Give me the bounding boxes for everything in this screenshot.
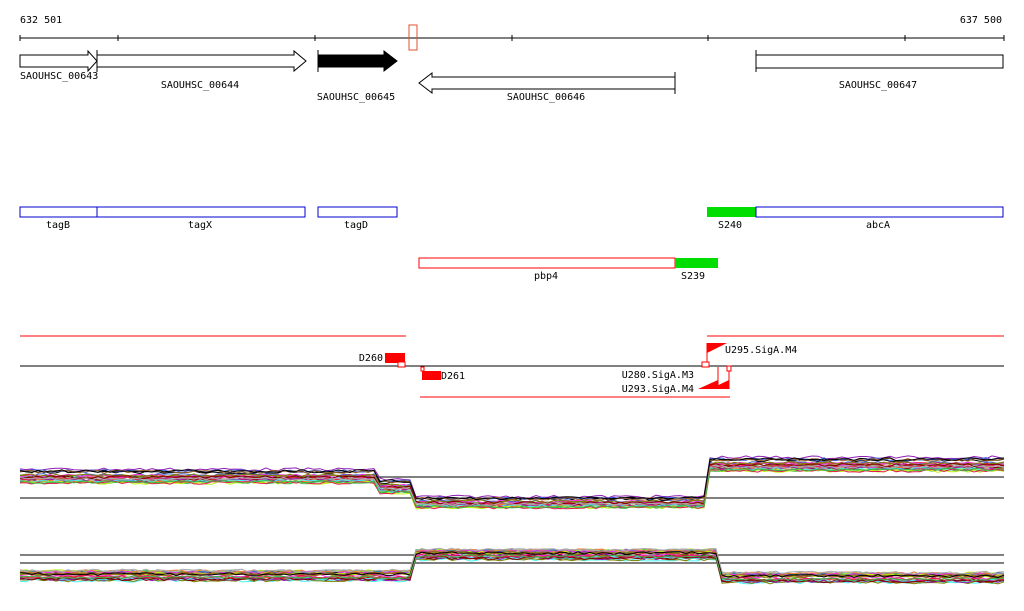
feature-label: pbp4 [534, 271, 558, 282]
position-marker[interactable] [408, 24, 418, 51]
gene-label: SAOUHSC_00644 [161, 80, 239, 91]
gene-SAOUHSC_00644[interactable]: SAOUHSC_00644 [96, 49, 307, 91]
expression-plot-1 [19, 455, 1005, 510]
expression-trace [19, 464, 1005, 507]
expression-trace [19, 550, 1005, 578]
feature-label: S240 [718, 220, 742, 231]
feature-tagD[interactable]: tagD [317, 206, 398, 231]
feature-label: tagB [46, 220, 70, 231]
expression-trace [19, 457, 1005, 501]
u295-label: U295.SigA.M4 [725, 345, 797, 356]
gene-label: SAOUHSC_00645 [317, 92, 395, 103]
d260-mark[interactable] [385, 353, 405, 363]
feature-S239[interactable]: S239 [675, 258, 718, 282]
expression-trace [19, 554, 1005, 582]
gene-label: SAOUHSC_00647 [839, 80, 917, 91]
gene-SAOUHSC_00647[interactable]: SAOUHSC_00647 [755, 50, 1004, 91]
u293-mark[interactable] [710, 380, 729, 389]
feature-label: abcA [866, 220, 890, 231]
feature-pbp4[interactable]: pbp4 [418, 257, 676, 282]
u280-label: U280.SigA.M3 [622, 370, 694, 381]
d261-mark[interactable] [422, 371, 441, 380]
u293-label: U293.SigA.M4 [622, 384, 694, 395]
feature-tagX[interactable]: tagX [96, 206, 306, 231]
gene-SAOUHSC_00646[interactable]: SAOUHSC_00646 [418, 71, 676, 103]
expression-plot-2 [19, 547, 1005, 585]
feature-abcA[interactable]: abcA [755, 206, 1004, 231]
regulatory-track: D260 D261 U295.SigA.M4 U280.SigA.M3 U293… [20, 335, 1004, 398]
feature-S240[interactable]: S240 [707, 207, 756, 231]
expression-trace [19, 468, 1005, 510]
expression-trace [19, 551, 1005, 579]
d261-label: D261 [441, 371, 465, 382]
u280-mark[interactable] [698, 380, 718, 389]
ruler [19, 35, 1005, 41]
d260-label: D260 [359, 353, 383, 364]
expression-trace [19, 457, 1005, 501]
gene-label: SAOUHSC_00646 [507, 92, 585, 103]
expression-trace [19, 467, 1005, 509]
gene-label: SAOUHSC_00643 [20, 71, 98, 82]
expression-trace [19, 547, 1005, 575]
feature-label: tagX [188, 220, 212, 231]
u295-mark[interactable] [707, 343, 727, 353]
gene-SAOUHSC_00645[interactable]: SAOUHSC_00645 [317, 49, 398, 103]
feature-label: tagD [344, 220, 368, 231]
feature-label: S239 [681, 271, 705, 282]
gene-SAOUHSC_00643[interactable]: SAOUHSC_00643 [19, 49, 98, 82]
ruler-end-label: 637 500 [960, 15, 1002, 26]
ruler-start-label: 632 501 [20, 15, 62, 26]
feature-tagB[interactable]: tagB [19, 206, 98, 231]
